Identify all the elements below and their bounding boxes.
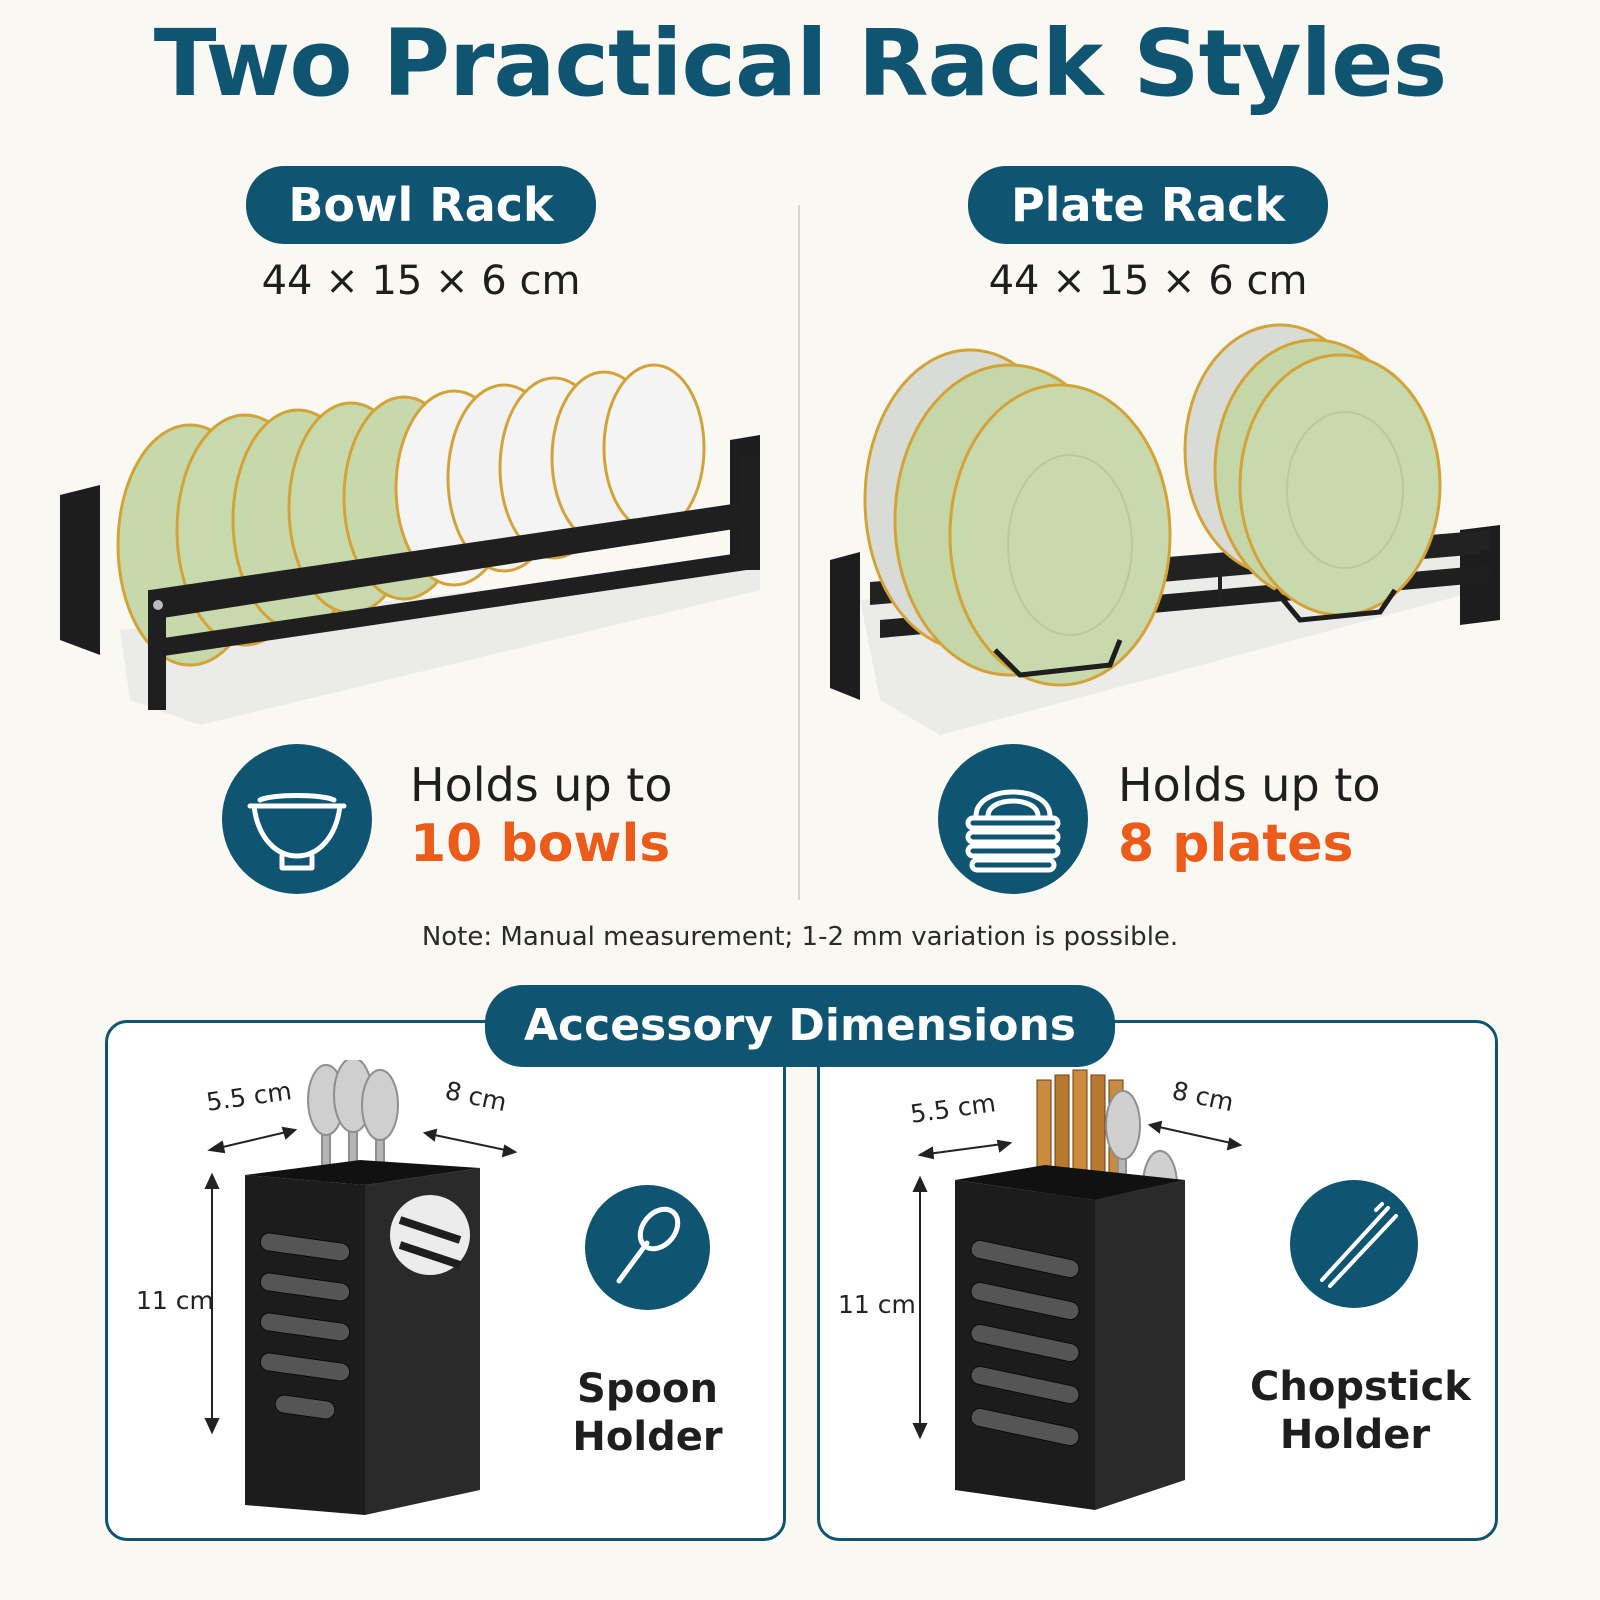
spoon-icon-badge <box>585 1185 710 1310</box>
plate-rack-dimensions: 44 × 15 × 6 cm <box>988 258 1308 304</box>
bowl-rack-label: Bowl Rack <box>246 166 596 244</box>
measurement-note: Note: Manual measurement; 1-2 mm variati… <box>421 922 1179 952</box>
spoon-holder-label-line2: Holder <box>572 1414 723 1460</box>
plates-icon-badge <box>938 744 1088 894</box>
plates-icon <box>965 789 1061 873</box>
spoon-height-label: 11 cm <box>136 1286 214 1315</box>
chopsticks-icon <box>1320 1202 1398 1288</box>
plate-capacity-prefix: Holds up to <box>1118 758 1381 812</box>
accessory-title: Accessory Dimensions <box>485 985 1115 1067</box>
bowl-rack-product-image <box>60 363 760 725</box>
bowl-rack-dimensions: 44 × 15 × 6 cm <box>261 258 581 304</box>
bowl-capacity-prefix: Holds up to <box>410 758 673 812</box>
plate-rack-label: Plate Rack <box>968 166 1328 244</box>
plate-capacity-value: 8 plates <box>1118 814 1354 874</box>
bowl-icon-badge <box>222 744 372 894</box>
chopsticks-icon-badge <box>1290 1180 1418 1308</box>
spoon-holder-image <box>204 1060 518 1515</box>
column-divider <box>798 205 800 900</box>
chopstick-holder-label-line1: Chopstick <box>1250 1364 1471 1410</box>
chopstick-holder-label-line2: Holder <box>1279 1412 1431 1458</box>
plate-rack-product-image <box>830 323 1500 735</box>
chopstick-holder-image <box>912 1069 1243 1510</box>
chopstick-height-label: 11 cm <box>838 1290 916 1319</box>
bowl-capacity-value: 10 bowls <box>410 814 671 874</box>
page-title: Two Practical Rack Styles <box>153 10 1448 117</box>
spoon-holder-label-line1: Spoon <box>577 1366 718 1412</box>
bowl-icon <box>247 793 347 871</box>
spoon-icon <box>616 1206 681 1284</box>
